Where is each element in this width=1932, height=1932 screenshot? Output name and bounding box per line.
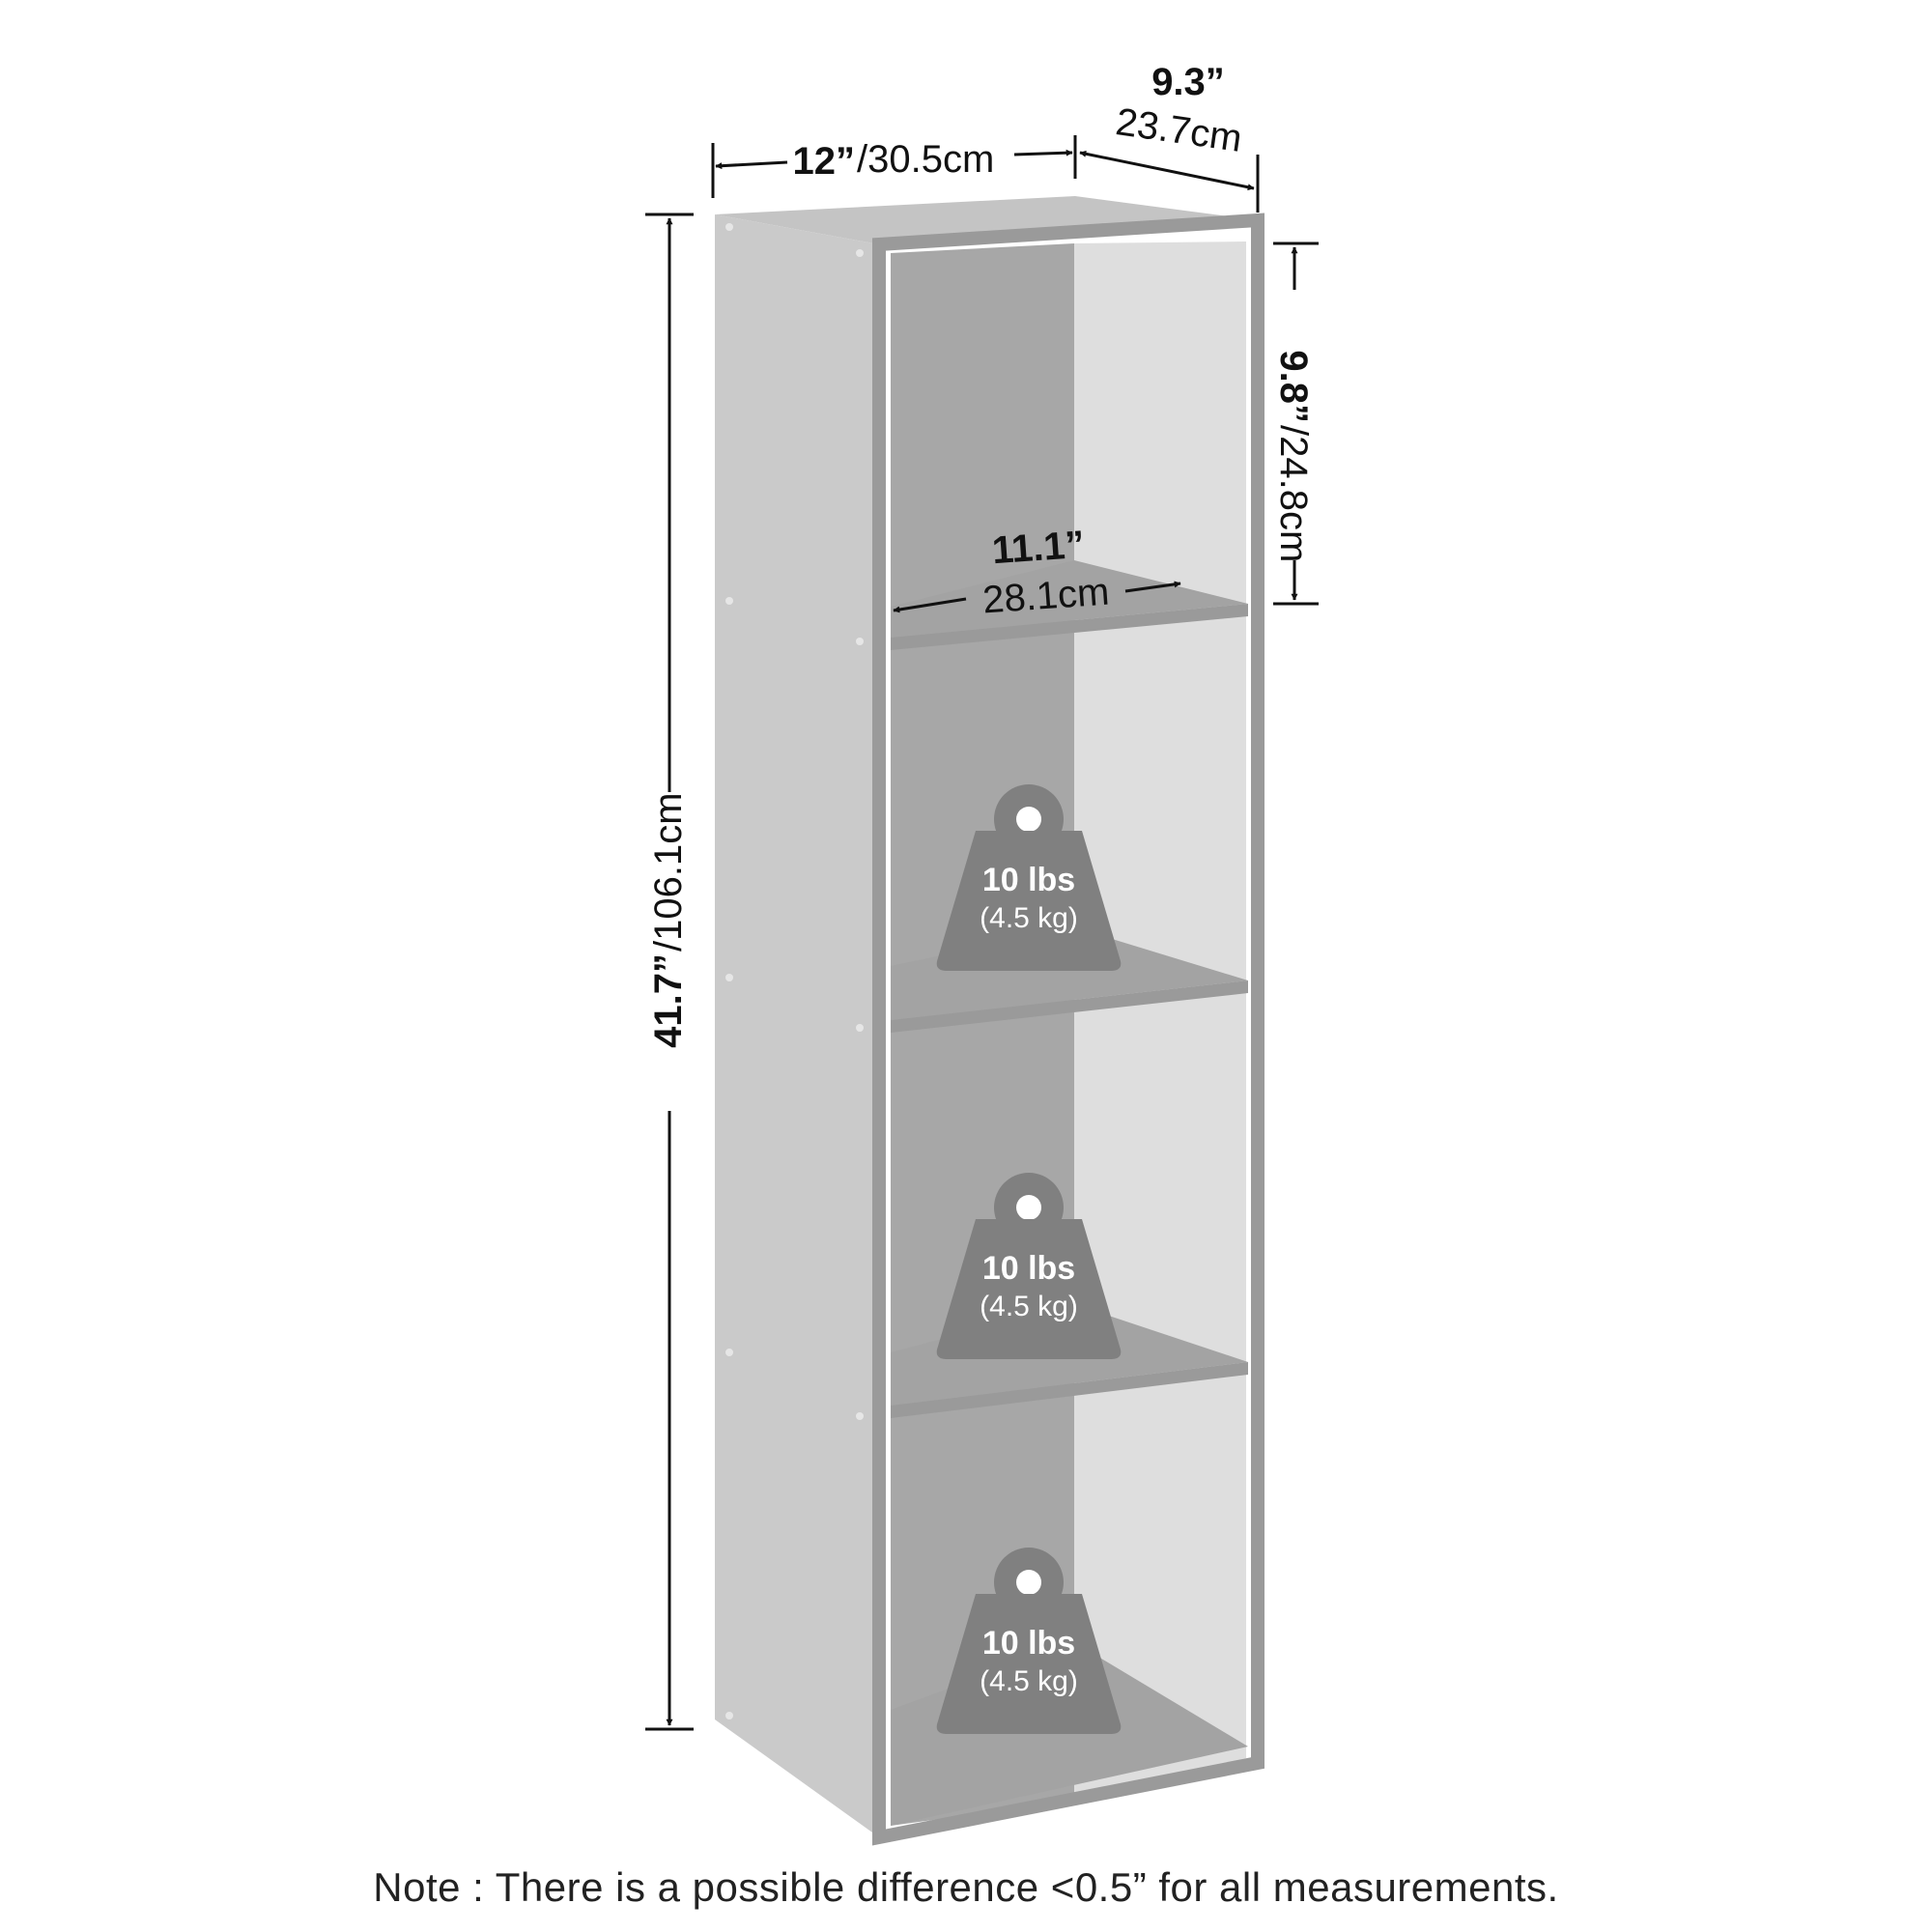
screw-hole (856, 249, 864, 257)
depth-arrow (1079, 150, 1255, 191)
weight-lbs-label: 10 lbs (982, 862, 1075, 898)
weight-lbs-label: 10 lbs (982, 1250, 1075, 1287)
measurement-note: Note : There is a possible difference <0… (373, 1864, 1559, 1910)
weight-icon: 10 lbs (4.5 kg) (936, 784, 1122, 971)
depth-cm: 23.7cm (1113, 100, 1244, 160)
width-arrow-right (1013, 149, 1073, 156)
screw-holes (725, 223, 864, 1719)
height-cm: /106.1cm (647, 792, 690, 952)
screw-hole (725, 597, 733, 605)
left-side-panel (715, 214, 879, 1837)
inner-width-cm: 28.1cm (981, 570, 1111, 621)
bookcase: 10 lbs (4.5 kg) 10 lbs (4.5 kg) 10 lbs (… (715, 196, 1264, 1846)
weight-icon: 10 lbs (4.5 kg) (936, 1173, 1122, 1359)
width-label: 12” /30.5cm (793, 138, 995, 183)
front-frame-outer (872, 213, 1264, 1846)
depth-label: 9.3” 23.7cm (1113, 61, 1244, 160)
width-cm: /30.5cm (857, 138, 994, 181)
shelf-3-front (891, 1362, 1248, 1418)
screw-hole (725, 1349, 733, 1356)
shelf-height-inches: 9.8” (1272, 350, 1315, 423)
height-inches: 41.7” (647, 953, 690, 1048)
back-panel-light (1074, 242, 1246, 1801)
weight-lbs-label: 10 lbs (982, 1625, 1075, 1662)
screw-hole (725, 1712, 733, 1719)
screw-hole (856, 1024, 864, 1032)
shelf-height-cm: /24.8cm (1272, 425, 1315, 562)
shelf-1 (891, 560, 1248, 638)
shelf-1-front (891, 604, 1248, 650)
width-arrow-left (715, 160, 788, 170)
screw-hole (856, 1412, 864, 1420)
top-panel (715, 196, 1258, 244)
width-inches: 12” (793, 140, 856, 183)
height-label: 41.7” /106.1cm (647, 792, 690, 1047)
screw-hole (856, 638, 864, 645)
weight-kg-label: (4.5 kg) (980, 1291, 1078, 1322)
screw-hole (725, 223, 733, 231)
depth-inches: 9.3” (1151, 61, 1225, 103)
weight-kg-label: (4.5 kg) (980, 1665, 1078, 1697)
inner-width-arrow-right (1124, 581, 1181, 593)
inner-width-inches: 11.1” (991, 524, 1086, 573)
inner-width-arrow-left (893, 597, 967, 613)
dimension-annotations (645, 135, 1319, 1731)
inner-width-label: 11.1” 28.1cm (981, 524, 1111, 622)
weight-icon: 10 lbs (4.5 kg) (936, 1548, 1122, 1734)
shelf-2-front (891, 980, 1248, 1033)
weight-kg-label: (4.5 kg) (980, 902, 1078, 934)
screw-hole (725, 974, 733, 981)
shelf-height-label: 9.8” /24.8cm (1272, 350, 1315, 562)
